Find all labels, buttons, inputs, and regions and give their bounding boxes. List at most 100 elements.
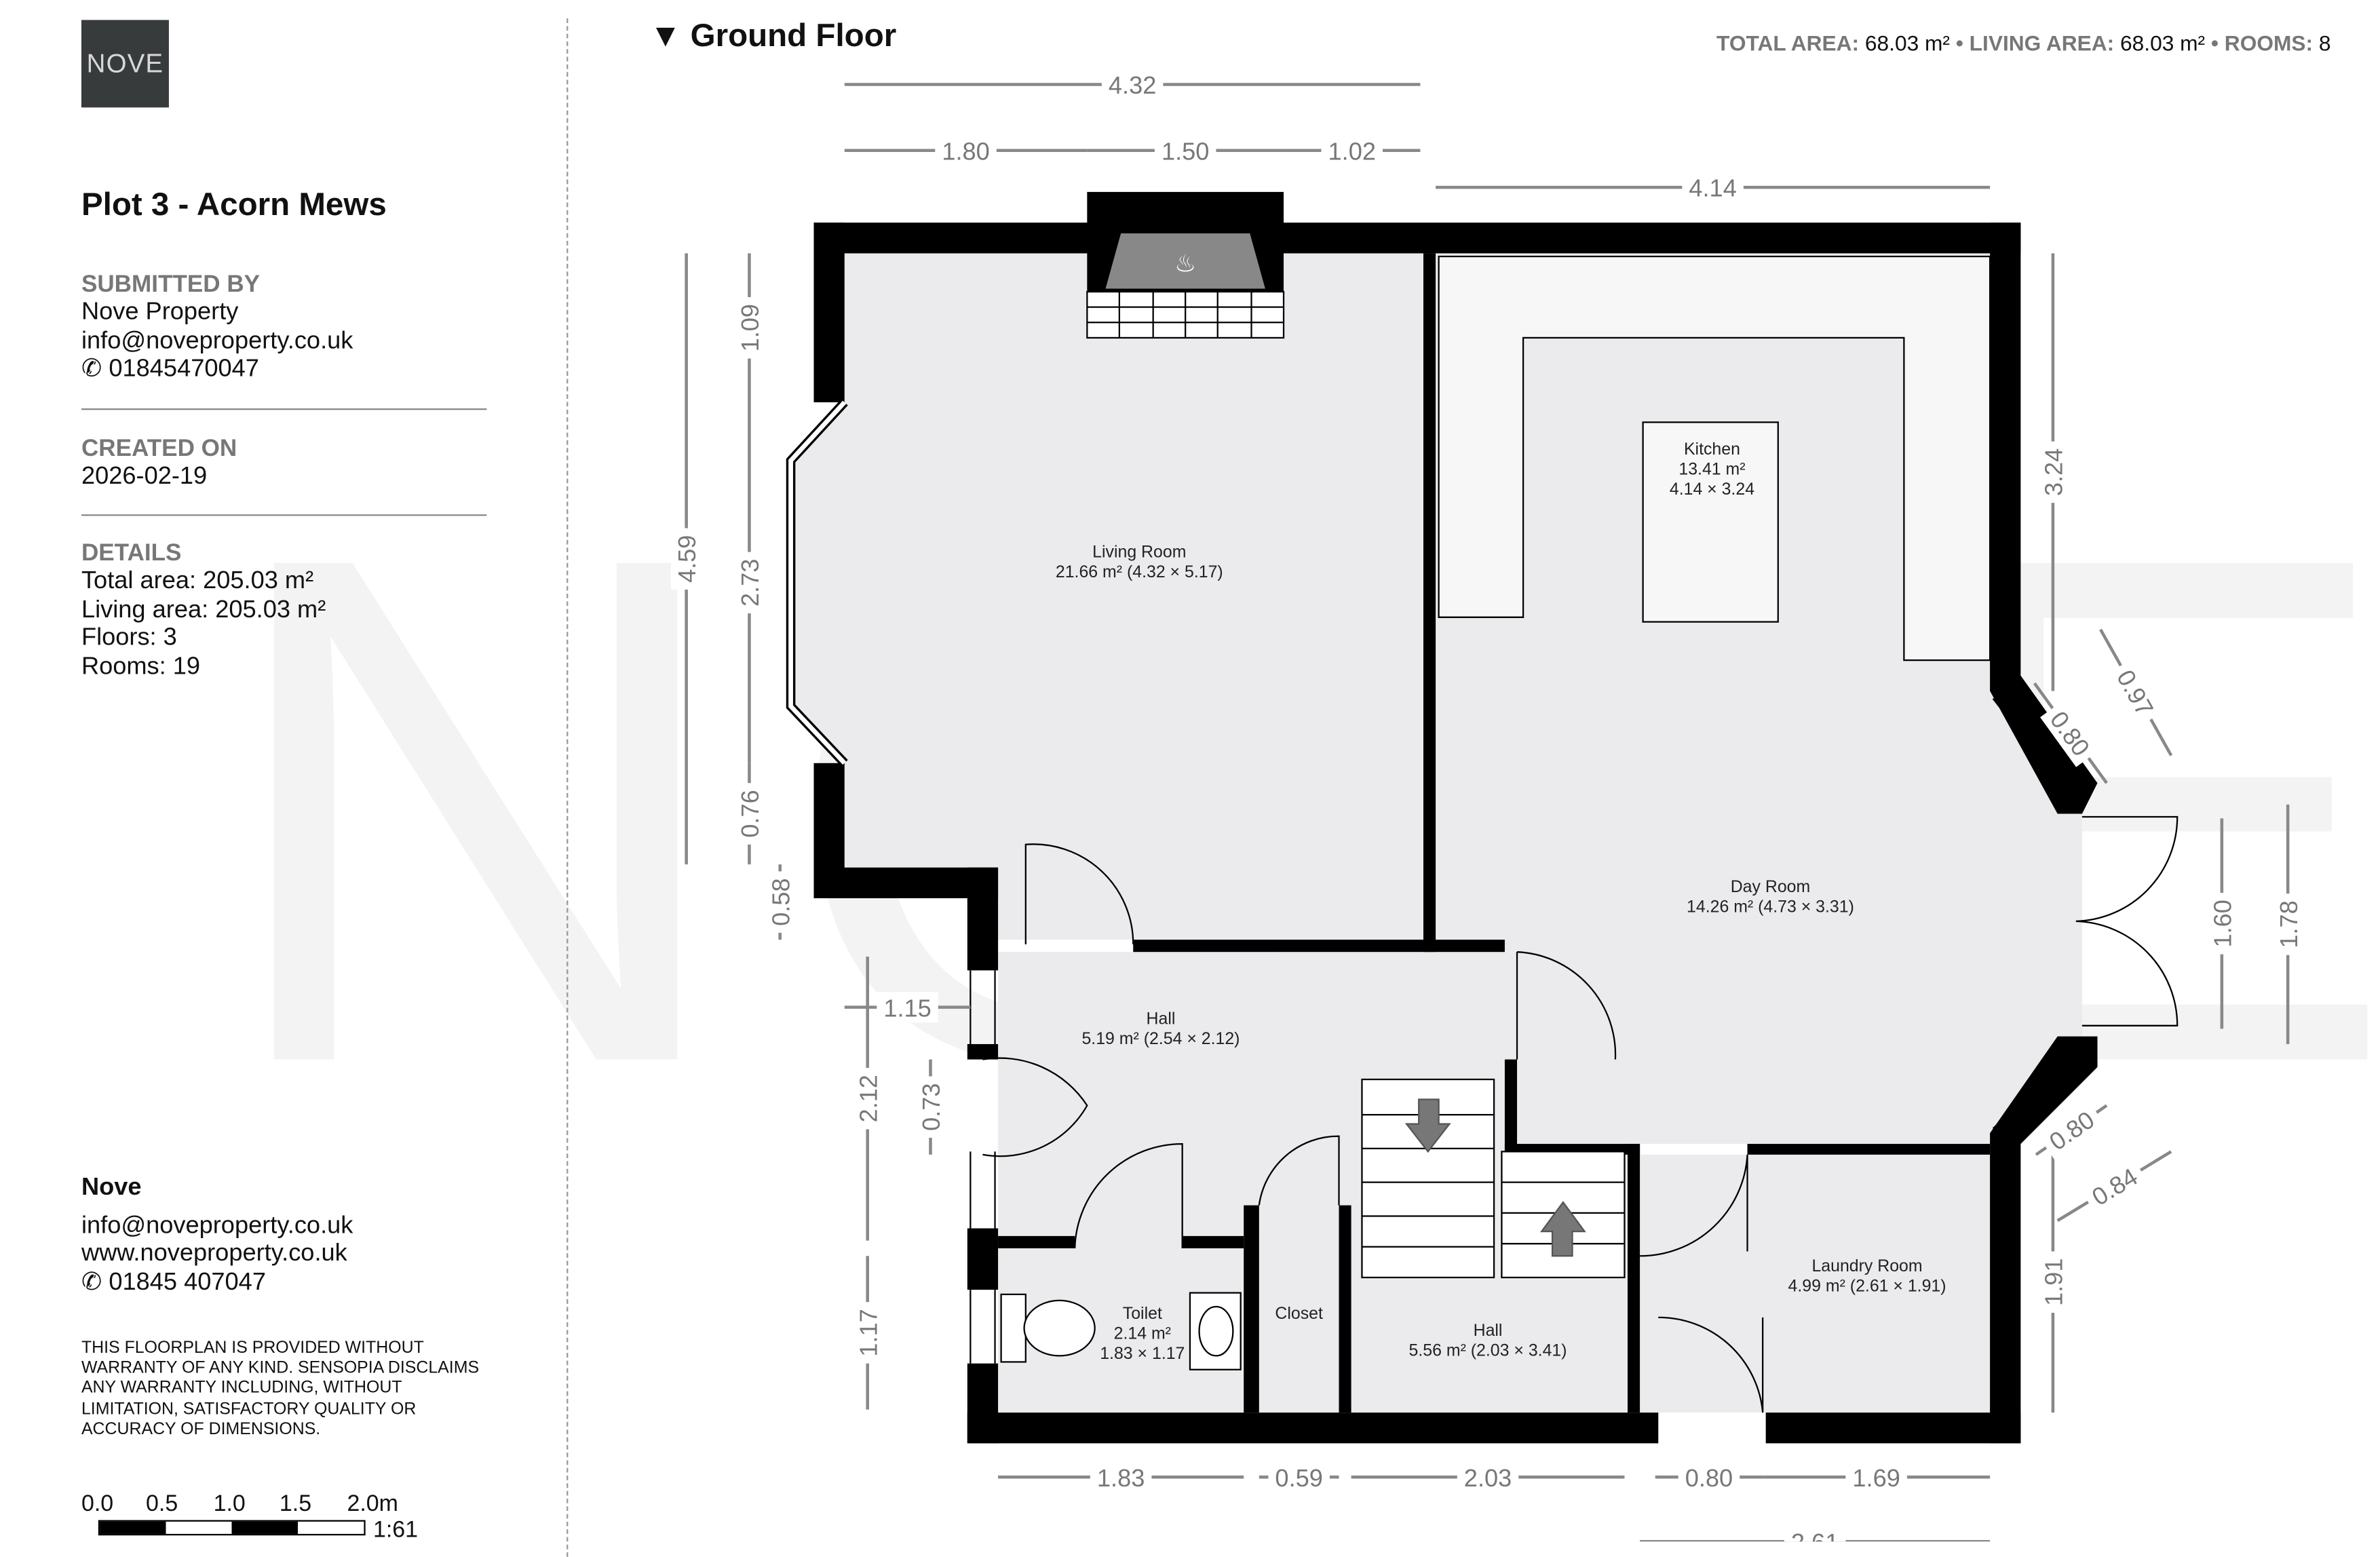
total-area-value: 68.03 m² bbox=[1864, 31, 1950, 56]
created-on-section: CREATED ON 2026-02-19 bbox=[81, 434, 496, 492]
dimension-label: 0.80 bbox=[1685, 1464, 1733, 1492]
scale-ratio: 1:61 bbox=[372, 1517, 419, 1543]
scale-tick: 2.0m bbox=[347, 1491, 398, 1518]
dimension-label: 4.59 bbox=[673, 535, 701, 583]
room-info: 14.26 m² (4.73 × 3.31) bbox=[1687, 897, 1854, 916]
room-name: Hall bbox=[1147, 1010, 1176, 1029]
dimension-label: 1.15 bbox=[883, 994, 931, 1022]
rooms-count: Rooms: 19 bbox=[81, 653, 201, 680]
room-name: Laundry Room bbox=[1811, 1256, 1922, 1275]
dimension-label: 1.91 bbox=[2039, 1258, 2067, 1306]
dimension-label: 2.03 bbox=[1464, 1464, 1512, 1492]
floor-selector[interactable]: ▼ Ground Floor bbox=[649, 18, 896, 55]
room-name: Kitchen bbox=[1684, 440, 1740, 459]
dimension-label: 2.61 bbox=[1791, 1529, 1839, 1541]
phone-icon: ✆ bbox=[81, 356, 109, 383]
separator: • bbox=[1955, 31, 1963, 56]
submitted-by-label: SUBMITTED BY bbox=[81, 271, 261, 299]
room-area: 13.41 m² bbox=[1678, 459, 1745, 478]
details-label: DETAILS bbox=[81, 540, 182, 567]
room-info: 5.56 m² (2.03 × 3.41) bbox=[1409, 1341, 1567, 1360]
panel-divider bbox=[567, 18, 569, 1557]
door-toilet[interactable] bbox=[1074, 1142, 1183, 1249]
door-closet[interactable] bbox=[1258, 1135, 1340, 1206]
phone-number[interactable]: 01845470047 bbox=[109, 356, 259, 383]
total-area-label: TOTAL AREA: bbox=[1716, 31, 1860, 56]
kitchen-island bbox=[1642, 421, 1779, 623]
scale-tick: 1.5 bbox=[279, 1491, 312, 1518]
submitted-by-section: SUBMITTED BY Nove Property info@noveprop… bbox=[81, 270, 496, 385]
created-on-label: CREATED ON bbox=[81, 436, 237, 463]
phone-icon: ✆ bbox=[81, 1269, 109, 1296]
room-info: 4.99 m² (2.61 × 1.91) bbox=[1788, 1276, 1946, 1295]
agent-email[interactable]: info@noveproperty.co.uk bbox=[81, 1212, 353, 1239]
dimension-label: 1.17 bbox=[854, 1309, 882, 1356]
door-laundry-room[interactable] bbox=[1640, 1154, 1748, 1257]
scale-tick: 1.0 bbox=[213, 1491, 246, 1518]
floor-name: Ground Floor bbox=[690, 18, 897, 54]
property-title: Plot 3 - Acorn Mews bbox=[81, 187, 387, 223]
dimension-label: 1.60 bbox=[2208, 900, 2236, 947]
room-name: Toilet bbox=[1123, 1304, 1162, 1323]
rooms-value: 8 bbox=[2318, 31, 2331, 56]
room-area: 2.14 m² bbox=[1114, 1324, 1171, 1343]
dimension-label: 1.09 bbox=[736, 304, 764, 351]
dimension-label: 4.32 bbox=[1109, 71, 1156, 99]
floors-count: Floors: 3 bbox=[81, 625, 177, 651]
collapse-triangle-icon[interactable]: ▼ bbox=[649, 18, 682, 54]
dimension-label: 3.24 bbox=[2039, 448, 2067, 496]
company-logo: NOVE bbox=[81, 20, 169, 108]
divider bbox=[81, 514, 487, 516]
dimension-label: 2.12 bbox=[854, 1075, 882, 1122]
room-dims: 4.14 × 3.24 bbox=[1670, 480, 1754, 499]
stairs-up-arrow-icon bbox=[1540, 1201, 1586, 1257]
room-name: Hall bbox=[1474, 1321, 1503, 1340]
dimension-label: 0.73 bbox=[917, 1083, 945, 1131]
walls bbox=[813, 223, 2098, 1444]
dimension-label: 0.58 bbox=[767, 878, 794, 925]
dimension-label: 1.02 bbox=[1328, 137, 1376, 165]
agent-section: Nove info@noveproperty.co.uk www.novepro… bbox=[81, 1174, 496, 1297]
door-front[interactable] bbox=[982, 1057, 1088, 1157]
door-living-room[interactable] bbox=[1024, 843, 1134, 944]
submitter-phone[interactable]: ✆ 01845470047 bbox=[81, 356, 496, 385]
rooms-label: ROOMS: bbox=[2224, 31, 2314, 56]
living-area-label: LIVING AREA: bbox=[1969, 31, 2115, 56]
dimension-label: 2.73 bbox=[736, 559, 764, 607]
dimension-label: 4.14 bbox=[1689, 174, 1736, 202]
room-info: 5.19 m² (2.54 × 2.12) bbox=[1081, 1029, 1240, 1048]
separator: • bbox=[2210, 31, 2219, 56]
dimension-label: 1.78 bbox=[2275, 900, 2303, 948]
living-area-value: 68.03 m² bbox=[2120, 31, 2206, 56]
stairs-down-arrow-icon bbox=[1404, 1098, 1451, 1153]
disclaimer: THIS FLOORPLAN IS PROVIDED WITHOUT WARRA… bbox=[81, 1339, 480, 1439]
dimension-label: 0.59 bbox=[1275, 1464, 1322, 1492]
submitter-email[interactable]: info@noveproperty.co.uk bbox=[81, 328, 353, 354]
room-dims: 1.83 × 1.17 bbox=[1100, 1344, 1185, 1363]
living-area: Living area: 205.03 m² bbox=[81, 596, 326, 623]
door-laundry-external[interactable] bbox=[1658, 1316, 1764, 1413]
closet-floor bbox=[1259, 1136, 1339, 1413]
agent-name: Nove bbox=[81, 1174, 142, 1201]
room-name: Day Room bbox=[1731, 877, 1811, 896]
dimension-label: 1.50 bbox=[1162, 137, 1209, 165]
floor-stats: TOTAL AREA: 68.03 m² • LIVING AREA: 68.0… bbox=[1716, 31, 2330, 55]
total-area: Total area: 205.03 m² bbox=[81, 568, 314, 594]
agent-website[interactable]: www.noveproperty.co.uk bbox=[81, 1240, 347, 1267]
room-info: 21.66 m² (4.32 × 5.17) bbox=[1056, 562, 1223, 581]
door-patio-double[interactable] bbox=[2075, 815, 2179, 1026]
agent-phone[interactable]: ✆ 01845 407047 bbox=[81, 1269, 496, 1298]
dimension-label: 1.69 bbox=[1852, 1464, 1900, 1492]
scale-tick: 0.0 bbox=[81, 1491, 114, 1518]
windows bbox=[970, 687, 2083, 1364]
phone-number[interactable]: 01845 407047 bbox=[109, 1269, 266, 1296]
divider bbox=[81, 408, 487, 410]
door-day-room[interactable] bbox=[1516, 951, 1617, 1060]
details-section: DETAILS Total area: 205.03 m² Living are… bbox=[81, 539, 496, 681]
scale-bar-graphic bbox=[98, 1520, 366, 1536]
room-name: Closet bbox=[1275, 1304, 1323, 1323]
scale-tick: 0.5 bbox=[146, 1491, 178, 1518]
